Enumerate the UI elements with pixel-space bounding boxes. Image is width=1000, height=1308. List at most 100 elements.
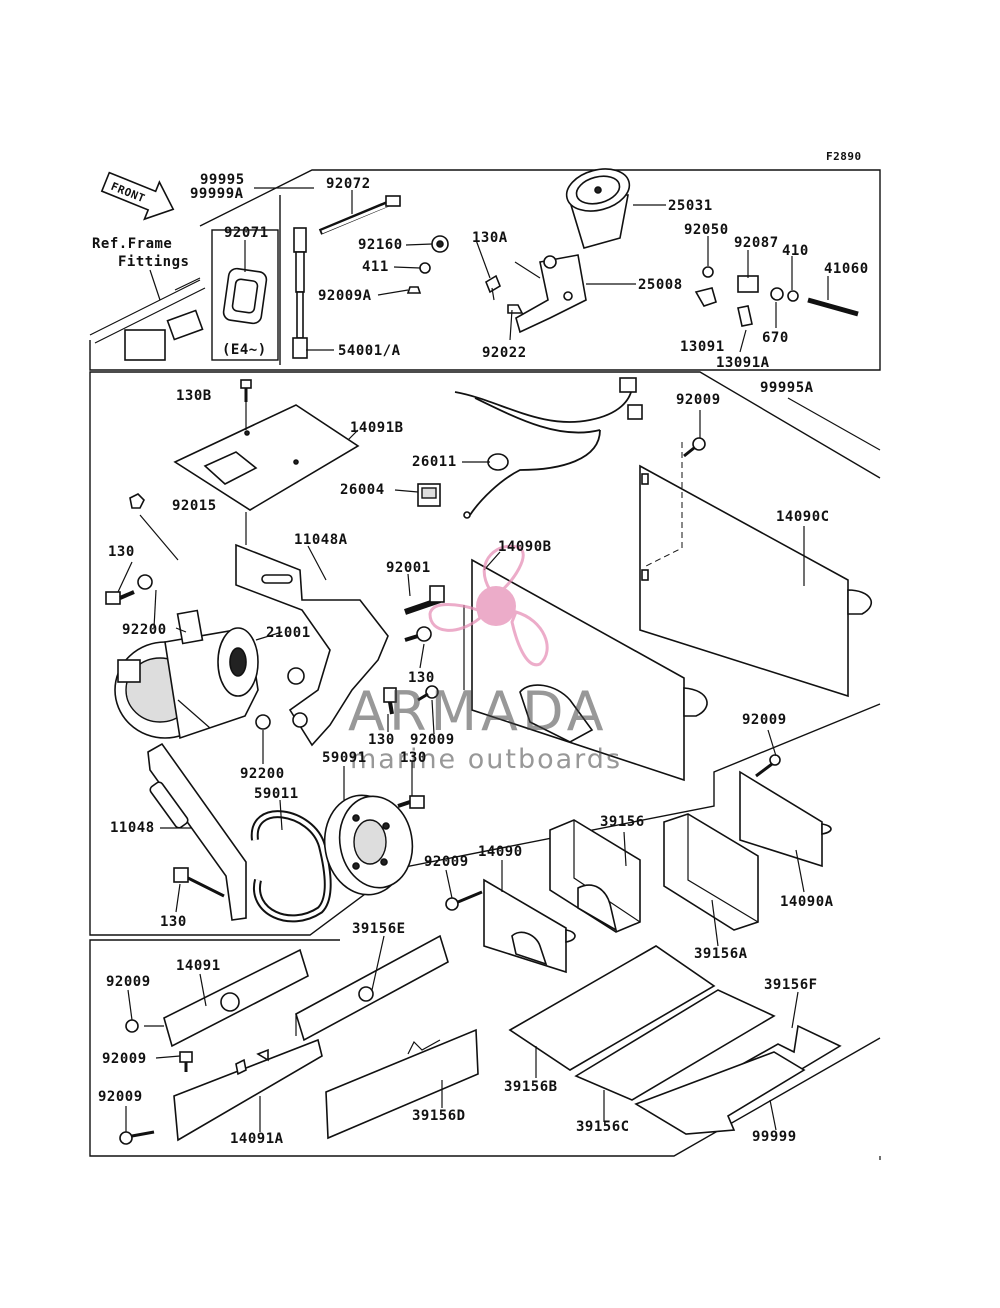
- label-14090A: 14090A: [780, 894, 834, 910]
- label-670: 670: [762, 330, 789, 346]
- label-92009-right: 92009: [742, 712, 787, 728]
- label-130-left: 130: [108, 544, 135, 560]
- alternator-21001: [114, 609, 259, 740]
- label-130-pulley: 130: [400, 750, 427, 766]
- label-25008: 25008: [638, 277, 683, 293]
- label-14091A: 14091A: [230, 1131, 284, 1147]
- label-39156F: 39156F: [764, 977, 818, 993]
- cable-54001: [292, 227, 308, 359]
- label-92071: 92071: [224, 225, 269, 241]
- label-41060: 41060: [824, 261, 869, 277]
- belt-59011: [250, 810, 332, 923]
- bolt-92009-mid: [417, 685, 439, 702]
- label-410: 410: [782, 243, 809, 259]
- bracket-25008: [514, 254, 587, 334]
- pad-39156: [549, 819, 641, 933]
- sender-parts: [694, 266, 859, 327]
- label-411: 411: [362, 259, 389, 275]
- pad-39156D: [325, 1028, 479, 1140]
- bolt-130-mid: [404, 626, 432, 642]
- bracket-11048A: [235, 543, 389, 747]
- label-59011: 59011: [254, 786, 299, 802]
- bolt-130-pulley: [397, 795, 425, 809]
- figure-code: F2890: [826, 150, 862, 163]
- label-26004: 26004: [340, 482, 385, 498]
- label-130B: 130B: [176, 388, 212, 404]
- label-92050: 92050: [684, 222, 729, 238]
- label-92087: 92087: [734, 235, 779, 251]
- label-13091: 13091: [680, 339, 725, 355]
- label-39156E: 39156E: [352, 921, 406, 937]
- top-section-frame: [89, 169, 881, 371]
- bolt-92001: [404, 585, 445, 615]
- bolt-130-strap: [173, 867, 225, 898]
- label-25031: 25031: [668, 198, 713, 214]
- label-39156C: 39156C: [576, 1119, 630, 1135]
- label-14091B: 14091B: [350, 420, 404, 436]
- leader-lines: [117, 187, 881, 1132]
- label-14090: 14090: [478, 844, 523, 860]
- label-99999: 99999: [752, 1129, 797, 1145]
- label-39156B: 39156B: [504, 1079, 558, 1095]
- label-92009-mid: 92009: [410, 732, 455, 748]
- bar-14091A: [173, 1038, 323, 1142]
- label-14090C: 14090C: [776, 509, 830, 525]
- label-130-strap: 130: [160, 914, 187, 930]
- label-11048: 11048: [110, 820, 155, 836]
- mat-99999: [634, 1051, 806, 1135]
- gauge-25031: [565, 168, 631, 249]
- label-13091A: 13091A: [716, 355, 770, 371]
- label-92160: 92160: [358, 237, 403, 253]
- grommet-92071: [222, 267, 268, 325]
- cable-tie-92072: [318, 195, 401, 235]
- connector-26004: [417, 483, 441, 507]
- label-14090B: 14090B: [498, 539, 552, 555]
- label-39156: 39156: [600, 814, 645, 830]
- label-92001: 92001: [386, 560, 431, 576]
- label-92200-lower: 92200: [240, 766, 285, 782]
- bolt-92009-bottom: [119, 1130, 155, 1145]
- label-26011: 26011: [412, 454, 457, 470]
- propeller-logo-icon: [428, 544, 549, 667]
- label-92009-bar: 92009: [106, 974, 151, 990]
- label-130-lower: 130: [368, 732, 395, 748]
- ref-note-line2: Fittings: [118, 254, 189, 270]
- label-11048A: 11048A: [294, 532, 348, 548]
- harness-26011: [454, 377, 643, 519]
- bolt-92009-bar-a: [179, 1051, 193, 1072]
- pad-39156C: [574, 989, 776, 1101]
- ref-note-line1: Ref.Frame: [92, 236, 172, 252]
- label-99995: 99995: [200, 172, 245, 188]
- label-130-mid: 130: [408, 670, 435, 686]
- label-21001: 21001: [266, 625, 311, 641]
- pulley-59091: [323, 794, 414, 896]
- label-14091: 14091: [176, 958, 221, 974]
- bolt-92009-panel-c: [683, 437, 706, 458]
- strap-11048: [147, 742, 247, 921]
- bar-14091: [144, 948, 309, 1048]
- plate-14091B: [173, 392, 360, 511]
- label-99999A: 99999A: [190, 186, 244, 202]
- frame-fitting-sketch: [89, 277, 206, 361]
- armada-watermark: ARMADA marine outboards: [348, 544, 622, 775]
- label-130A: 130A: [472, 230, 508, 246]
- label-92009A: 92009A: [318, 288, 372, 304]
- bolt-92009-bar: [125, 1019, 139, 1033]
- label-92009-bar-a: 92009: [102, 1051, 147, 1067]
- label-39156D: 39156D: [412, 1108, 466, 1124]
- label-92072: 92072: [326, 176, 371, 192]
- washer-92200-lower: [255, 714, 271, 730]
- label-54001: 54001/A: [338, 343, 401, 359]
- label-92009-lower-mid: 92009: [424, 854, 469, 870]
- bolt-130-lower: [383, 687, 397, 715]
- bottom-section-frame: [89, 939, 881, 1160]
- label-92009-top-right: 92009: [676, 392, 721, 408]
- label-92015: 92015: [172, 498, 217, 514]
- washer-92200-left: [137, 574, 153, 590]
- part-labels: 99995 99999A 92071 (E4~) 92072 92160 130…: [98, 172, 869, 1147]
- watermark-tagline: marine outboards: [350, 744, 622, 775]
- label-92009-bottom: 92009: [98, 1089, 143, 1105]
- label-92200-left: 92200: [122, 622, 167, 638]
- panel-14090C: [639, 442, 873, 698]
